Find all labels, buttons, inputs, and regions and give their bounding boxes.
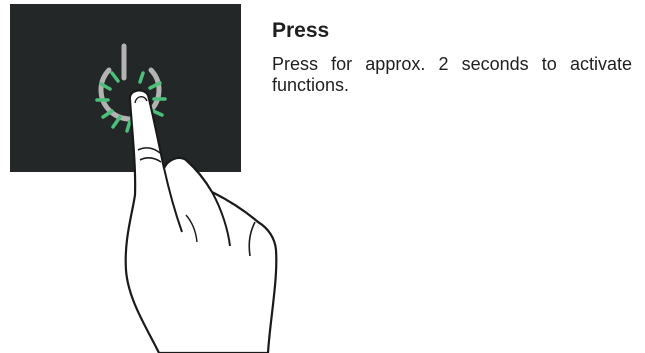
- instruction-description: Press for approx. 2 seconds to activate …: [272, 54, 632, 96]
- finger-press-icon: [126, 90, 277, 353]
- instruction-title: Press: [272, 18, 329, 44]
